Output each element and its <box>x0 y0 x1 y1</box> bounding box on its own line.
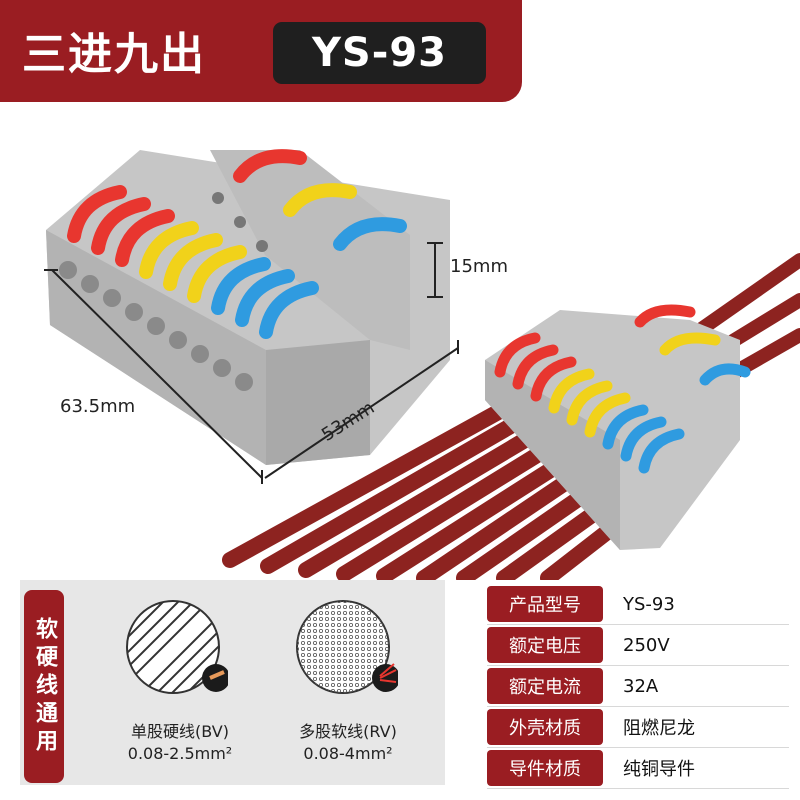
solid-wire-name: 单股硬线(BV) <box>131 722 229 741</box>
dimension-height: 15mm <box>450 256 508 277</box>
model-badge: YS-93 <box>273 22 486 84</box>
spec-row: 导件材质 纯铜导件 <box>487 748 789 789</box>
spec-row: 产品型号 YS-93 <box>487 584 789 625</box>
usage-tab: 软硬线通用 <box>24 590 64 783</box>
solid-wire-icon <box>126 600 228 694</box>
spec-value: 32A <box>623 675 659 697</box>
stranded-wire-range: 0.08-4mm² <box>303 744 393 763</box>
small-connector <box>485 304 751 550</box>
spec-value: 纯铜导件 <box>623 759 695 780</box>
spec-row: 额定电压 250V <box>487 625 789 666</box>
product-title: 三进九出 <box>22 29 206 80</box>
product-illustration: 15mm 63.5mm 53mm <box>0 110 800 586</box>
spec-row: 外壳材质 阻燃尼龙 <box>487 707 789 748</box>
dimension-length: 63.5mm <box>60 396 136 417</box>
stranded-wire-name: 多股软线(RV) <box>299 722 397 741</box>
spec-value: YS-93 <box>623 593 675 615</box>
solid-wire-range: 0.08-2.5mm² <box>127 744 233 763</box>
spec-value: 250V <box>623 634 670 656</box>
spec-key: 导件材质 <box>487 750 603 786</box>
spec-value: 阻燃尼龙 <box>623 718 695 739</box>
stranded-wire-card: 多股软线(RV) 0.08-4mm² <box>258 592 438 782</box>
spec-row: 额定电流 32A <box>487 666 789 707</box>
solid-wire-card: 单股硬线(BV) 0.08-2.5mm² <box>90 592 270 782</box>
spec-key: 额定电压 <box>487 627 603 663</box>
spec-key: 额定电流 <box>487 668 603 704</box>
large-connector <box>46 149 450 465</box>
spec-key: 产品型号 <box>487 586 603 622</box>
stranded-wire-icon <box>296 600 398 694</box>
header-banner: 三进九出 YS-93 <box>0 0 522 102</box>
spec-key: 外壳材质 <box>487 709 603 745</box>
spec-table: 产品型号 YS-93 额定电压 250V 额定电流 32A 外壳材质 阻燃尼龙 … <box>487 584 789 789</box>
